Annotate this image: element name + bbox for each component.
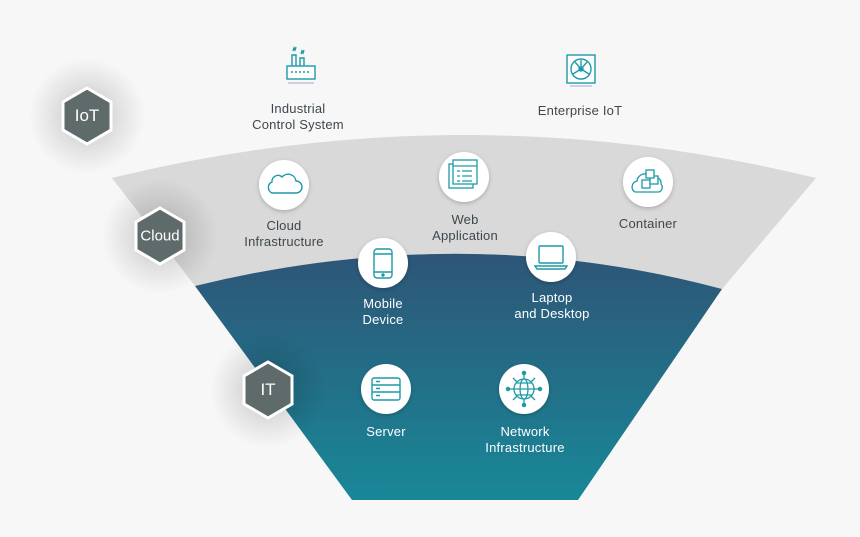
server-icon-circle (361, 364, 411, 414)
laptop-icon-circle (526, 232, 576, 282)
mobile-icon-circle (358, 238, 408, 288)
laptop-icon (533, 245, 569, 270)
mobile-device-icon (373, 248, 393, 279)
cloud-badge (102, 178, 218, 294)
container-label: Container (618, 216, 678, 231)
cloud-icon-circle (259, 160, 309, 210)
factory-icon (286, 46, 316, 84)
server-icon (371, 377, 401, 401)
it-badge-label: IT (260, 380, 276, 399)
web-app-icon (448, 159, 478, 189)
fan-unit-icon (566, 54, 596, 87)
container-icon (631, 169, 663, 193)
it-layer-band (195, 253, 722, 500)
cloud-icon (267, 173, 303, 194)
network-globe-icon (505, 370, 543, 408)
server-label: Server (366, 424, 406, 439)
enterprise-iot-label: Enterprise IoT (537, 103, 623, 118)
cloud-badge-label: Cloud (140, 227, 180, 245)
iot-badge (29, 58, 145, 174)
iot-badge-label: IoT (74, 106, 100, 125)
it-badge (210, 332, 326, 448)
